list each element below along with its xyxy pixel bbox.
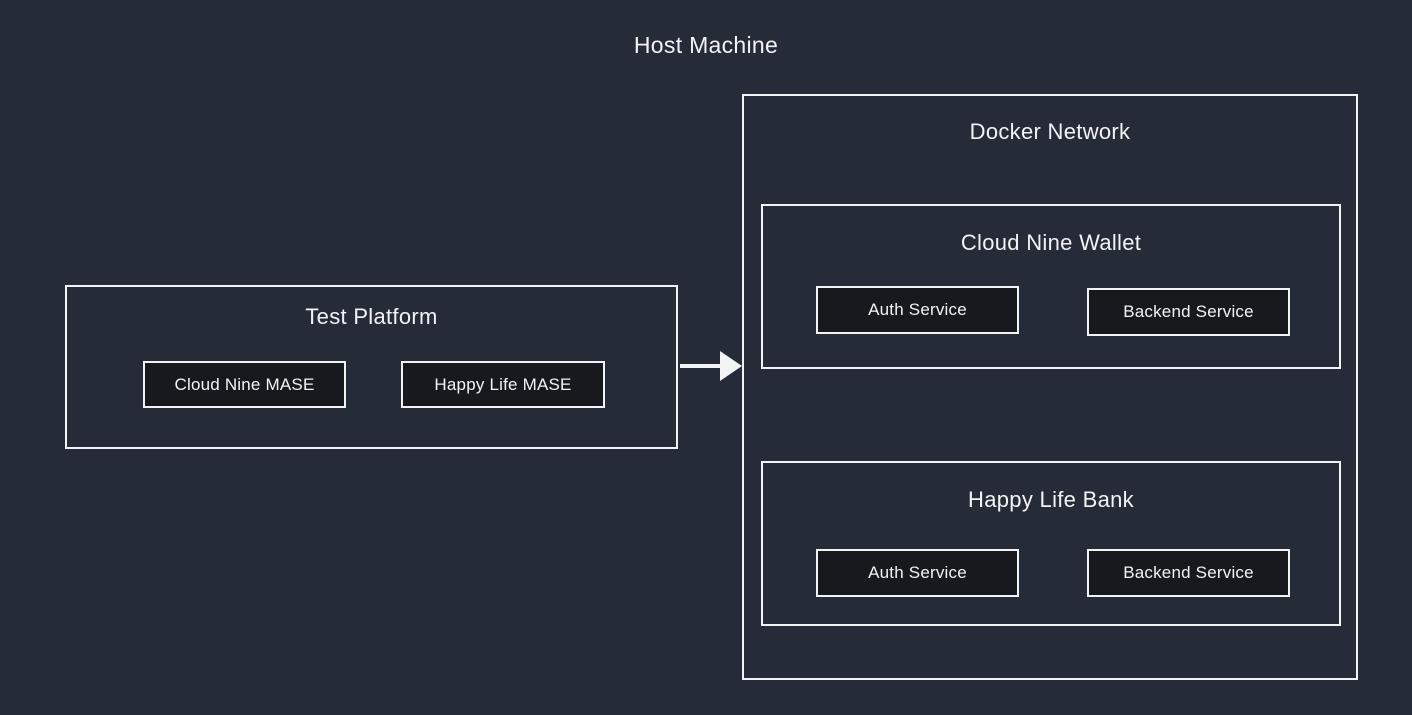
arrow-shaft bbox=[680, 364, 724, 368]
arrow-right-icon bbox=[680, 351, 742, 381]
node-cloud-nine-mase: Cloud Nine MASE bbox=[143, 361, 346, 408]
cloud-nine-wallet-box: Cloud Nine Wallet Auth Service Backend S… bbox=[761, 204, 1341, 369]
node-bank-auth-service: Auth Service bbox=[816, 549, 1019, 597]
docker-network-title: Docker Network bbox=[969, 119, 1131, 144]
happy-life-bank-title: Happy Life Bank bbox=[968, 487, 1134, 512]
docker-network-box: Docker Network Cloud Nine Wallet Auth Se… bbox=[742, 94, 1358, 680]
arrow-head bbox=[720, 351, 742, 381]
host-machine-label: Host Machine bbox=[633, 32, 779, 58]
node-happy-life-mase: Happy Life MASE bbox=[401, 361, 605, 408]
node-wallet-backend-service: Backend Service bbox=[1087, 288, 1290, 336]
test-platform-box: Test Platform Cloud Nine MASE Happy Life… bbox=[65, 285, 678, 449]
test-platform-title: Test Platform bbox=[305, 304, 438, 329]
node-wallet-auth-service: Auth Service bbox=[816, 286, 1019, 334]
node-bank-backend-service: Backend Service bbox=[1087, 549, 1290, 597]
cloud-nine-wallet-title: Cloud Nine Wallet bbox=[960, 230, 1142, 255]
happy-life-bank-box: Happy Life Bank Auth Service Backend Ser… bbox=[761, 461, 1341, 626]
